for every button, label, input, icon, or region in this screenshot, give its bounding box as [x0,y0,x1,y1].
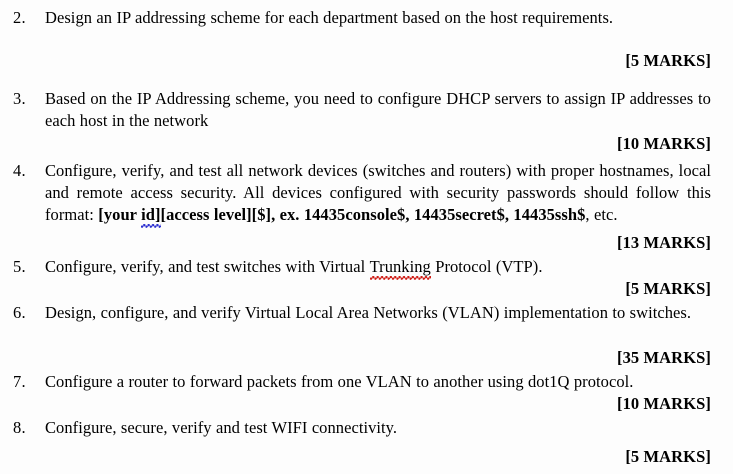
question-number-4: 4. [13,161,26,180]
marks-label-6: [35 MARKS] [616,348,711,367]
question-item-7: 7. Configure a router to forward packets… [0,371,733,393]
question-item-3: 3. Based on the IP Addressing scheme, yo… [0,88,733,132]
spelling-error-trunking: Trunking [369,257,432,280]
question-text-2: Design an IP addressing scheme for each … [45,8,614,27]
question-number-3: 3. [13,89,26,108]
question-text-3: Based on the IP Addressing scheme, you n… [45,89,711,130]
grammar-error-id: id] [141,205,161,228]
question-item-2: 2. Design an IP addressing scheme for ea… [0,7,733,29]
question-4-bold-rest: [access level][$], ex. 14435console$, 14… [160,205,586,224]
question-text-6: Design, configure, and verify Virtual Lo… [45,303,692,322]
question-4-bold-lead: [your [98,205,142,224]
marks-label-7: [10 MARKS] [616,394,711,413]
question-item-6: 6. Design, configure, and verify Virtual… [0,302,733,324]
question-number-6: 6. [13,303,26,322]
question-number-8: 8. [13,418,26,437]
question-item-4: 4. Configure, verify, and test all netwo… [0,160,733,228]
question-5-lead-text: Configure, verify, and test switches wit… [45,257,370,276]
marks-label-4: [13 MARKS] [616,233,711,252]
question-item-5: 5. Configure, verify, and test switches … [0,256,733,280]
question-number-2: 2. [13,8,26,27]
question-item-8: 8. Configure, secure, verify and test WI… [0,417,733,439]
question-4-bold-format: [your id][access level][$], ex. 14435con… [98,205,586,228]
marks-label-8: [5 MARKS] [625,447,711,466]
question-text-7: Configure a router to forward packets fr… [45,372,634,391]
marks-label-5: [5 MARKS] [625,279,711,298]
question-text-4: Configure, verify, and test all network … [45,160,711,228]
question-5-trailing-text: Protocol (VTP). [430,257,543,276]
question-text-8: Configure, secure, verify and test WIFI … [45,418,398,437]
marks-label-2: [5 MARKS] [625,51,711,70]
question-text-5: Configure, verify, and test switches wit… [45,256,711,280]
question-number-5: 5. [13,257,26,276]
question-4-lead-text: Configure, verify, and test all network … [45,161,711,224]
question-4-trailing-text: , etc. [585,205,618,224]
marks-label-3: [10 MARKS] [616,134,711,153]
question-number-7: 7. [13,372,26,391]
